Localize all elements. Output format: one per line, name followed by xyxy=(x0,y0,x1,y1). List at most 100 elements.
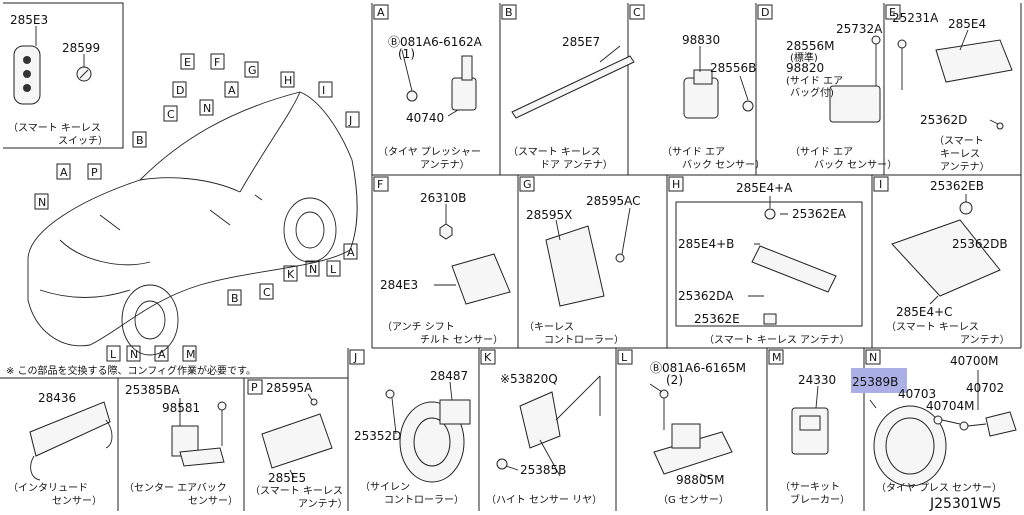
keyless-antenna-p-illustration xyxy=(261,393,333,479)
callout-letter: N xyxy=(203,102,211,115)
part-number: (サイド エア xyxy=(786,75,843,87)
part-number: 285E5 xyxy=(268,471,306,485)
part-number: 28595X xyxy=(526,208,572,222)
panel-letter: I xyxy=(879,178,882,191)
callout-letter: N xyxy=(130,348,138,361)
callout-letter: A xyxy=(228,84,236,97)
part-number: 98820 xyxy=(786,61,824,75)
callout-letter: B xyxy=(231,292,239,305)
callout-letter: M xyxy=(186,348,196,361)
panel-letter: J xyxy=(353,351,357,364)
part-number: 98581 xyxy=(162,401,200,415)
part-number: 28556B xyxy=(710,61,756,75)
tire-pressure-sensor-illustration xyxy=(869,370,1017,487)
callout-letter: G xyxy=(248,64,257,77)
caption: （ハイト センサー リヤ） xyxy=(486,494,602,506)
part-number: 285E4+B xyxy=(678,237,734,251)
part-number: 25732A xyxy=(836,22,883,36)
panel-letter: P xyxy=(251,381,258,394)
caption: （G センサー） xyxy=(658,494,729,506)
caption: アンテナ） xyxy=(940,161,990,173)
caption: （スマート xyxy=(934,135,984,147)
caption: バック センサー） xyxy=(682,159,765,171)
caption: （サイド エア xyxy=(662,146,725,158)
panel-letter-box-a xyxy=(373,4,389,20)
callout-letter: A xyxy=(60,166,68,179)
caption: （アンチ シフト xyxy=(382,321,455,333)
caption: （スマート キーレス xyxy=(250,485,343,497)
part-number: バッグ付) xyxy=(790,86,834,99)
callout-letter: J xyxy=(348,114,352,127)
caption: センサー） xyxy=(52,495,102,507)
panel-letter: M xyxy=(772,351,782,364)
keyless-controller-illustration xyxy=(545,207,631,307)
part-number: 25362EB xyxy=(930,179,984,193)
callout-letter: N xyxy=(38,196,46,209)
siren-controller-illustration xyxy=(385,381,471,483)
part-number: 285E4+C xyxy=(896,305,953,319)
part-number: (標準) xyxy=(790,51,818,64)
caption: （サイレン xyxy=(360,481,410,493)
door-antenna-illustration xyxy=(511,45,635,119)
part-number: 25385B xyxy=(520,463,566,477)
caption: コントローラー） xyxy=(384,494,464,506)
panel-letter: N xyxy=(869,351,877,364)
part-number: 40700M xyxy=(950,354,999,368)
caption: チルト センサー） xyxy=(420,334,503,346)
caption: ドア アンテナ） xyxy=(540,159,613,171)
highlighted-part-number: 25389B xyxy=(852,375,898,389)
caption: （スマート キーレス xyxy=(508,146,601,158)
panel-letter: E xyxy=(889,6,896,19)
tilt-sensor-illustration xyxy=(434,204,511,305)
callout-letter: F xyxy=(214,56,220,69)
part-number: 28436 xyxy=(38,391,76,405)
callout-letter: K xyxy=(287,268,295,281)
panel-letter: H xyxy=(672,178,680,191)
caption: コントローラー） xyxy=(544,334,624,346)
part-number: Ⓑ081A6-6165M xyxy=(650,361,746,375)
part-number: 24330 xyxy=(798,373,836,387)
callout-letter: I xyxy=(322,84,325,97)
caption: アンテナ） xyxy=(420,159,470,171)
panel-h-inner-frame xyxy=(675,201,863,327)
part-number: 25362E xyxy=(694,312,740,326)
callout-letter: N xyxy=(309,263,317,276)
part-number: 40703 xyxy=(898,387,936,401)
callout-letter: L xyxy=(330,263,337,276)
part-number: 98830 xyxy=(682,33,720,47)
side-airbag-sensor-c-illustration xyxy=(683,46,754,119)
caption: ブレーカー） xyxy=(790,493,850,506)
part-number: 25362EA xyxy=(792,207,847,221)
panel-letter: K xyxy=(484,351,492,364)
side-airbag-sensor-d-illustration xyxy=(829,35,907,123)
callout-letter: D xyxy=(176,84,184,97)
caption: （サイド エア xyxy=(790,146,853,158)
caption: （スマート キーレス xyxy=(886,321,979,333)
caption: スイッチ） xyxy=(58,135,108,147)
callout-letter: H xyxy=(284,74,292,87)
panel-letter: D xyxy=(761,6,769,19)
height-sensor-illustration xyxy=(496,375,601,477)
callout-letter: B xyxy=(136,134,144,147)
center-airbag-sensor-illustration xyxy=(171,398,227,467)
part-number: 98805M xyxy=(676,473,725,487)
callout-letter: A xyxy=(347,246,355,259)
part-number: 25352D xyxy=(354,429,401,443)
part-number: 25362D xyxy=(920,113,967,127)
caption: （スマート キーレス アンテナ） xyxy=(704,334,850,346)
caption: （サーキット xyxy=(780,481,840,493)
caption: センサー） xyxy=(188,495,238,507)
part-number: 40740 xyxy=(406,111,444,125)
panel-letter: L xyxy=(621,351,628,364)
callout-letter: C xyxy=(167,108,175,121)
part-number: 28595AC xyxy=(586,194,641,208)
part-number: 28599 xyxy=(62,41,100,55)
circuit-breaker-illustration xyxy=(791,385,829,455)
panel-letter: F xyxy=(377,178,383,191)
part-number: 25362DA xyxy=(678,289,734,303)
keyless-antenna-e-illustration xyxy=(935,29,1013,130)
diagram-code: J25301W5 xyxy=(929,496,1001,511)
part-number: 40702 xyxy=(966,381,1004,395)
